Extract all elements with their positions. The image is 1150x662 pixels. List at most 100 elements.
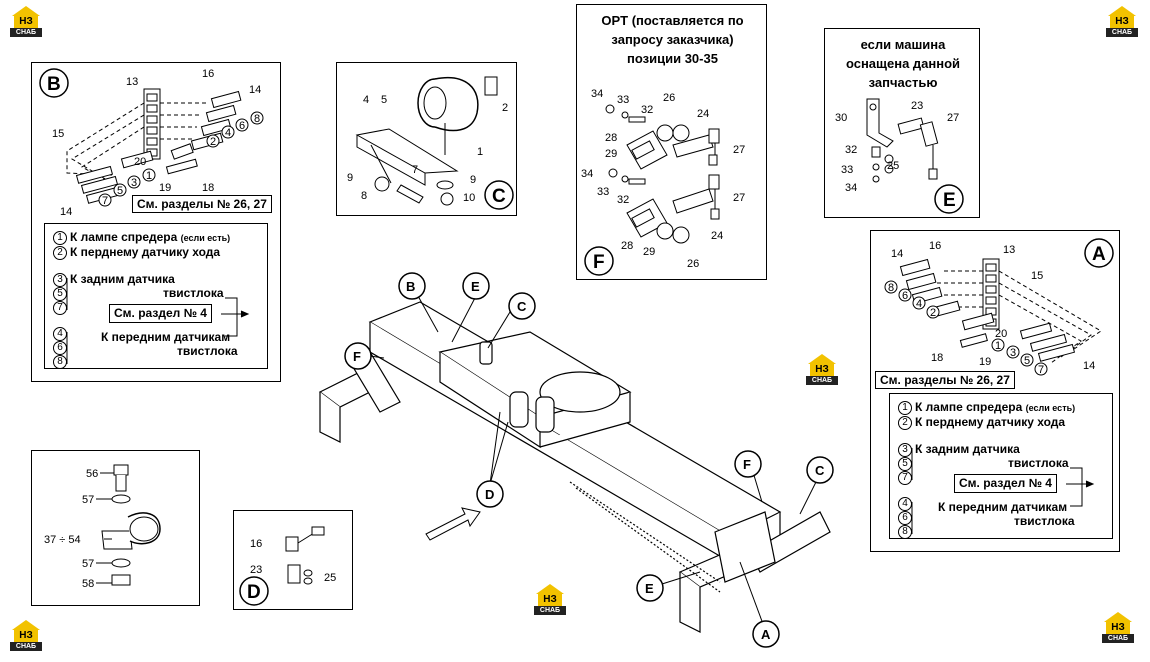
callout-f-27b: 27 (733, 192, 745, 204)
callout-a-18: 18 (931, 352, 943, 364)
legend-front-travel-sensor: К перднему датчику хода (70, 245, 221, 259)
legend-a-front-twistlock: твистлока (1014, 514, 1075, 528)
panel-f: OPT (поставляется по запросу заказчика) … (576, 4, 767, 280)
callout-f-24a: 24 (697, 108, 709, 120)
callout-f-26b: 26 (687, 258, 699, 270)
callout-e-23: 23 (911, 100, 923, 112)
legend-a-front-travel-sensor: К перднему датчику хода (915, 415, 1066, 429)
panel-a: A 14 16 13 8 6 4 2 15 20 (870, 230, 1120, 552)
callout-b-18: 18 (202, 182, 214, 194)
panel-mount-clamp: 56 57 37 ÷ 54 57 58 (31, 450, 200, 606)
panel-d-drawing: 16 23 25 D (239, 526, 336, 606)
main-label-f: F (353, 349, 361, 364)
legend-rear-twistlock: твистлока (163, 286, 224, 300)
panel-d-letter: D (247, 582, 261, 603)
callout-c-8: 8 (361, 190, 367, 202)
legend-front-twistlock: твистлока (177, 344, 238, 358)
callout-b-5: 5 (117, 185, 123, 197)
callout-a-15: 15 (1031, 270, 1043, 282)
legend-num-2: 2 (53, 245, 67, 260)
panel-b-drawing: B 13 16 14 8 (39, 68, 264, 218)
main-label-f2: F (743, 457, 751, 472)
callout-b-8: 8 (254, 113, 260, 125)
legend-a-brackets (911, 448, 1095, 534)
legend-a-num-8: 8 (898, 524, 912, 539)
callout-b-7: 7 (102, 195, 108, 207)
callout-f-33a: 33 (617, 94, 629, 106)
legend-a-num-1: 1 (898, 400, 912, 415)
legend-a-front-lamp-note: (если есть) (1025, 403, 1076, 413)
legend-brackets (66, 278, 250, 364)
callout-f-26a: 26 (663, 92, 675, 104)
callout-b-19: 19 (159, 182, 171, 194)
callout-b-4: 4 (225, 127, 231, 139)
callout-f-29b: 29 (643, 246, 655, 258)
callout-c-10: 10 (463, 192, 475, 204)
callout-c-9a: 9 (347, 172, 353, 184)
callout-e-34: 34 (845, 182, 857, 194)
callout-a-4: 4 (916, 298, 922, 310)
callout-b-2: 2 (210, 136, 216, 148)
panel-b: B 13 16 14 8 (31, 62, 281, 382)
callout-b-6: 6 (239, 120, 245, 132)
callout-a-7: 7 (1038, 364, 1044, 376)
panel-e: если машина оснащена данной запчастью 30… (824, 28, 980, 218)
callout-f-29a: 29 (605, 148, 617, 160)
legend-a-front-sensors: К передним датчикам (938, 500, 1068, 514)
main-label-d: D (485, 487, 494, 502)
legend-num-1: 1 (53, 230, 67, 245)
callout-a-14: 14 (891, 248, 903, 260)
callout-b-16: 16 (202, 68, 214, 80)
callout-b-15: 15 (52, 128, 64, 140)
callout-e-30: 30 (835, 112, 847, 124)
callout-b-20: 20 (134, 156, 146, 168)
callout-b-1: 1 (146, 170, 152, 182)
callout-a-5: 5 (1024, 355, 1030, 367)
legend-rear-sensors: К задним датчика (70, 272, 175, 286)
panel-c-top: 2 4 5 1 9 7 9 8 10 C (336, 62, 517, 216)
callout-f-32a: 32 (641, 104, 653, 116)
callout-c-4: 4 (363, 94, 369, 106)
panel-mount-clamp-drawing: 56 57 37 ÷ 54 57 58 (44, 464, 161, 590)
panel-f-letter: F (593, 252, 605, 273)
main-label-b: B (406, 279, 415, 294)
callout-c-7: 7 (412, 164, 418, 176)
callout-f-34b: 34 (581, 168, 593, 180)
callout-c-1: 1 (477, 146, 483, 158)
panel-b-see-sections: См. разделы № 26, 27 (132, 195, 272, 213)
callout-clamp-57b: 57 (82, 558, 94, 570)
callout-e-33: 33 (841, 164, 853, 176)
legend-a-front-lamp: К лампе спредера (915, 400, 1023, 414)
callout-clamp-37-54: 37 ÷ 54 (44, 534, 81, 546)
panel-a-letter: A (1092, 244, 1106, 265)
callout-clamp-57a: 57 (82, 494, 94, 506)
panel-e-title-1: если машина (860, 37, 946, 52)
callout-a-8: 8 (888, 282, 894, 294)
callout-c-2: 2 (502, 102, 508, 114)
panel-a-drawing: A 14 16 13 8 6 4 2 15 20 (884, 238, 1114, 376)
callout-a-13: 13 (1003, 244, 1015, 256)
callout-a-14b: 14 (1083, 360, 1095, 372)
panel-e-drawing: 30 23 27 32 25 33 34 E (835, 98, 964, 214)
legend-front-sensors: К передним датчикам (101, 330, 231, 344)
callout-f-33b: 33 (597, 186, 609, 198)
legend-a-see-section-4: См. раздел № 4 (954, 474, 1057, 493)
legend-front-lamp: К лампе спредера (70, 230, 178, 244)
main-label-a: A (761, 627, 771, 642)
callout-f-32b: 32 (617, 194, 629, 206)
callout-d-23: 23 (250, 564, 262, 576)
panel-f-title-1: OPT (поставляется по (601, 13, 744, 28)
panel-d: 16 23 25 D (233, 510, 353, 610)
panel-f-drawing: 34 33 32 26 24 28 29 27 34 33 32 27 28 2… (581, 88, 745, 276)
callout-b-13: 13 (126, 76, 138, 88)
panel-c-top-letter: C (492, 186, 506, 207)
legend-a-num-2: 2 (898, 415, 912, 430)
callout-a-20: 20 (995, 328, 1007, 340)
panel-c-top-drawing: 2 4 5 1 9 7 9 8 10 C (347, 76, 514, 210)
callout-a-6: 6 (902, 290, 908, 302)
callout-a-16: 16 (929, 240, 941, 252)
